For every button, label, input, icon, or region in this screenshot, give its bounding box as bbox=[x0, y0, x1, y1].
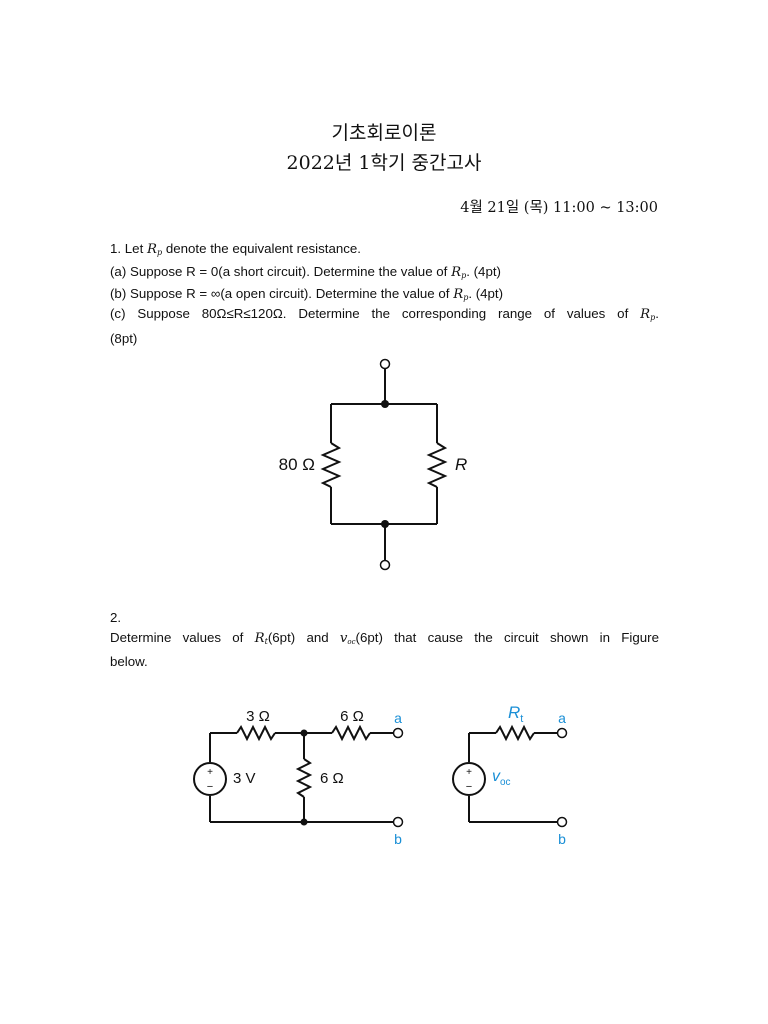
rp-variable: Rp bbox=[146, 242, 163, 257]
fig2-r2-resistor bbox=[331, 724, 371, 742]
q1-line-1: 1. Let Rp denote the equivalent resistan… bbox=[110, 238, 361, 265]
rp-variable: Rp bbox=[451, 265, 467, 280]
fig2-terminal-b-label: b bbox=[394, 831, 402, 847]
fig2-voc-source bbox=[452, 762, 486, 796]
fig1-right-resistor-label: R bbox=[455, 455, 467, 474]
fig1-right-resistor bbox=[426, 442, 448, 488]
q1-part-c: (c) Suppose 80Ω≤R≤120Ω. Determine the co… bbox=[110, 306, 659, 322]
exam-date: 4월 21일 (목) 11:00 ~ 13:00 bbox=[460, 200, 658, 216]
fig2-r3-label: 6 Ω bbox=[320, 770, 344, 787]
fig2-voltage-source bbox=[193, 762, 227, 796]
course-title: 기초회로이론 bbox=[331, 122, 437, 144]
q2-number: 2. bbox=[110, 610, 122, 625]
fig1-bottom-node bbox=[381, 520, 389, 528]
svg-text:−: − bbox=[466, 781, 472, 793]
q1-let-text: 1. Let bbox=[110, 241, 144, 256]
fig2-rt-resistor bbox=[495, 724, 535, 742]
fig2-terminal-a bbox=[392, 727, 404, 739]
fig2-node-top bbox=[300, 729, 308, 737]
fig1-left-resistor bbox=[320, 442, 342, 488]
q2-line-2: below. bbox=[110, 654, 148, 669]
q1-denote-text: denote the equivalent resistance. bbox=[165, 241, 361, 256]
fig2-rt-label: Rt bbox=[508, 703, 523, 725]
rp-variable: Rp bbox=[640, 307, 656, 322]
fig2-voc-label: voc bbox=[492, 768, 511, 788]
fig2-r3-resistor bbox=[295, 758, 313, 798]
q2-line-1: Determine values of Rt(6pt) and voc(6pt)… bbox=[110, 630, 659, 646]
fig1-top-node bbox=[381, 400, 389, 408]
fig2-right-terminal-b-label: b bbox=[558, 831, 566, 847]
svg-text:−: − bbox=[207, 781, 213, 793]
rt-variable: Rt bbox=[254, 631, 268, 646]
svg-text:+: + bbox=[207, 767, 213, 778]
fig2-node-bottom bbox=[300, 818, 308, 826]
fig2-r2-label: 6 Ω bbox=[340, 708, 364, 725]
fig2-terminal-a-label: a bbox=[394, 710, 402, 726]
fig2-right-terminal-a-label: a bbox=[558, 710, 566, 726]
fig2-r1-resistor bbox=[236, 724, 276, 742]
fig2-right-terminal-a bbox=[556, 727, 568, 739]
q1-part-b: (b) Suppose R = ∞(a open circuit). Deter… bbox=[110, 286, 504, 302]
rp-variable: Rp bbox=[453, 287, 469, 302]
fig2-r1-label: 3 Ω bbox=[246, 708, 270, 725]
voc-variable: voc bbox=[339, 631, 356, 646]
fig1-left-resistor-label: 80 Ω bbox=[279, 455, 315, 474]
q1-part-a: (a) Suppose R = 0(a short circuit). Dete… bbox=[110, 264, 501, 280]
q1-part-c-points: (8pt) bbox=[110, 331, 138, 346]
fig1-top-terminal bbox=[379, 358, 391, 370]
fig2-right-terminal-b bbox=[556, 816, 568, 828]
fig2-source-label: 3 V bbox=[233, 770, 256, 787]
fig2-terminal-b bbox=[392, 816, 404, 828]
fig1-bottom-terminal bbox=[379, 559, 391, 571]
exam-title: 2022년 1학기 중간고사 bbox=[286, 152, 482, 174]
svg-text:+: + bbox=[466, 767, 472, 778]
